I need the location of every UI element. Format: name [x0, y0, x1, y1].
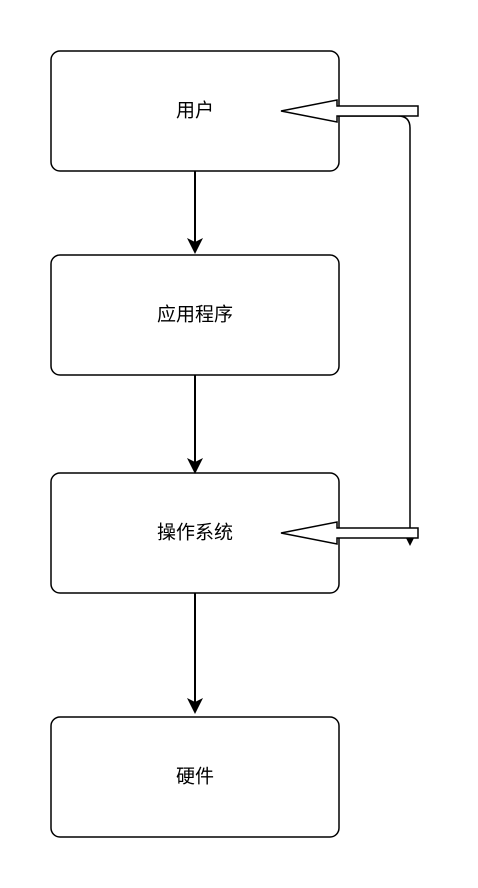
node-hw-label: 硬件	[176, 766, 214, 788]
node-app[interactable]: 应用程序	[50, 254, 340, 376]
node-user-label: 用户	[176, 100, 214, 122]
node-app-label: 应用程序	[157, 304, 233, 326]
hollow-arrow-to-user	[280, 99, 419, 123]
node-hw[interactable]: 硬件	[50, 716, 340, 838]
connector-arrow-tip	[406, 538, 414, 546]
node-os-label: 操作系统	[157, 522, 233, 544]
connector-line-os-to-user	[338, 115, 411, 540]
node-hw-box	[50, 716, 340, 838]
hollow-arrow-to-os	[280, 521, 419, 545]
